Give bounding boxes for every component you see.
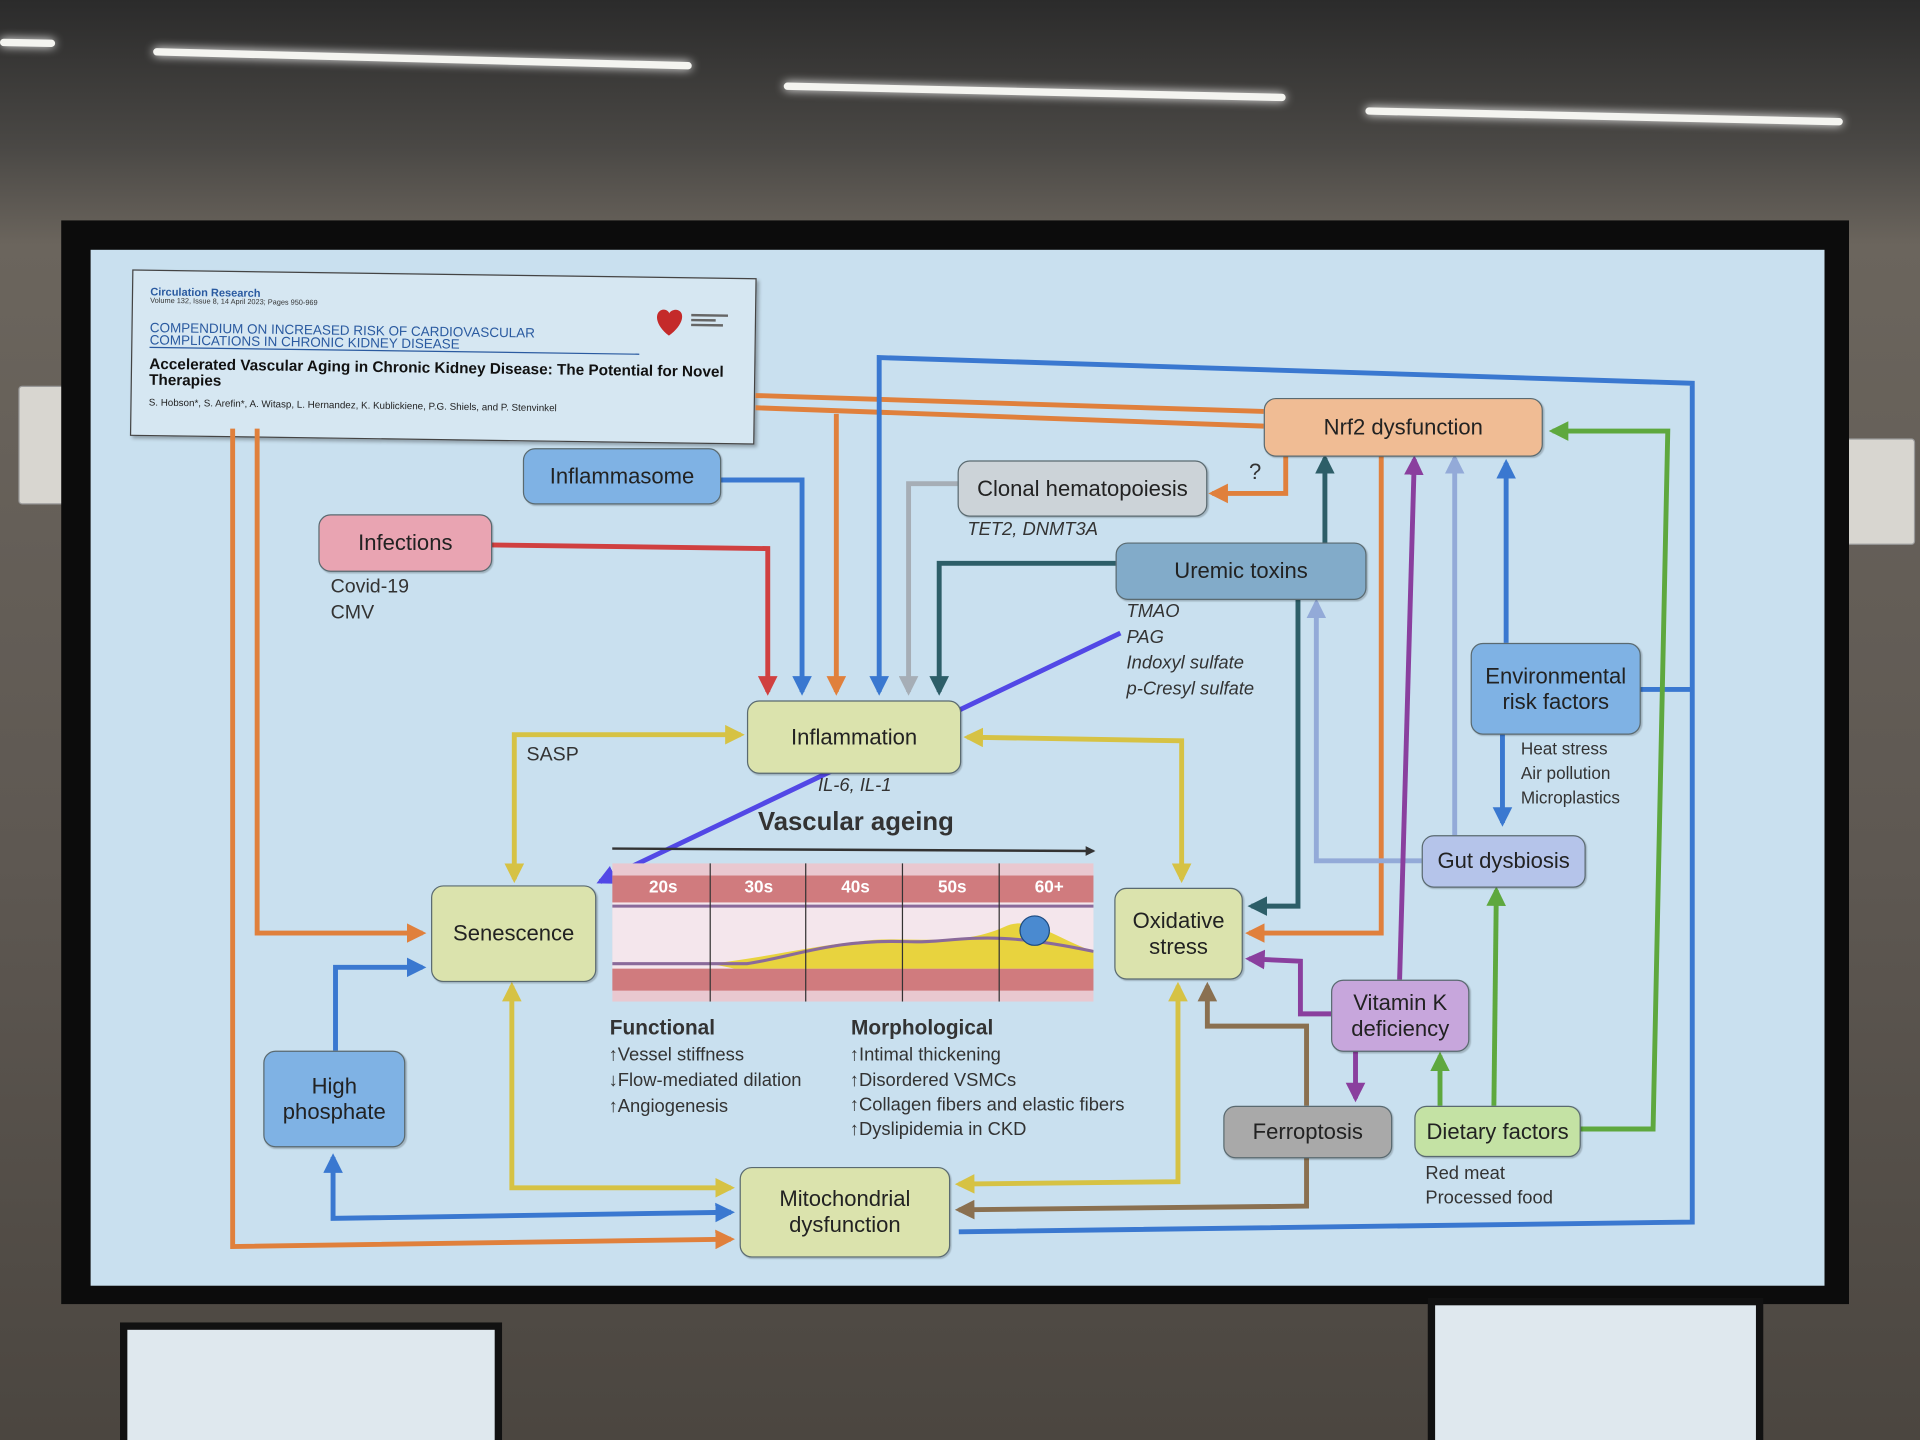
morphological-item-text: Intimal thickening — [858, 1044, 1001, 1066]
age-label: 50s — [937, 876, 967, 897]
uremic-toxin-item: Indoxyl sulfate — [1126, 652, 1244, 674]
up-arrow-icon: ↑ — [608, 1095, 618, 1117]
functional-item: ↑Vessel stiffness — [609, 1043, 744, 1067]
functional-item-text: Vessel stiffness — [617, 1044, 745, 1066]
functional-heading: Functional — [609, 1016, 716, 1040]
node-senescence: Senescence — [431, 885, 597, 983]
node-gut-dysbiosis: Gut dysbiosis — [1421, 835, 1586, 888]
dark-connector-arrow — [612, 846, 1096, 856]
env-factor-item: Air pollution — [1520, 762, 1611, 783]
yellow-connector-arrow — [954, 981, 1188, 1194]
functional-item-text: Angiogenesis — [617, 1095, 729, 1117]
gray-connector-arrow — [898, 481, 958, 696]
orange-connector-arrow — [755, 393, 1264, 414]
ceiling-light — [153, 48, 692, 70]
age-label: 60+ — [1034, 876, 1064, 897]
vascular-ageing-title: Vascular ageing — [757, 808, 954, 837]
orange-connector-arrow — [254, 428, 427, 943]
blue-connector-arrow — [323, 1153, 735, 1223]
infections-example: Covid-19 — [330, 576, 410, 598]
blue-connector-arrow — [333, 957, 427, 1051]
brown-connector-arrow — [954, 1155, 1309, 1220]
uremic-toxin-item: p-Cresyl sulfate — [1126, 678, 1255, 700]
arrow-layer — [230, 355, 1695, 1250]
morphological-heading: Morphological — [851, 1016, 994, 1040]
functional-item-text: Flow-mediated dilation — [617, 1070, 802, 1092]
yellow-connector-arrow — [504, 724, 745, 884]
blue-connector-arrow — [869, 355, 1695, 1235]
node-ferroptosis: Ferroptosis — [1223, 1105, 1393, 1159]
age-label: 40s — [841, 876, 870, 897]
paper-header-card: Circulation Research Volume 132, Issue 8… — [129, 269, 757, 445]
uremic-toxin-item: TMAO — [1126, 601, 1180, 623]
confidence-monitor-left — [120, 1322, 503, 1440]
dietary-item: Processed food — [1425, 1187, 1553, 1209]
orange-connector-arrow — [230, 428, 735, 1250]
yellow-connector-arrow — [963, 727, 1192, 884]
teal-connector-arrow — [1247, 597, 1301, 916]
ceiling-light — [1365, 107, 1843, 126]
slide: Circulation Research Volume 132, Issue 8… — [90, 249, 1825, 1286]
up-arrow-icon: ↑ — [849, 1070, 859, 1092]
node-environmental-risk-factors: Environmental risk factors — [1470, 642, 1641, 735]
sasp-label: SASP — [526, 744, 579, 766]
unknown-link-question: ? — [1248, 459, 1262, 484]
node-infections: Infections — [318, 514, 493, 572]
up-arrow-icon: ↑ — [608, 1044, 618, 1066]
functional-item: ↓Flow-mediated dilation — [609, 1069, 802, 1093]
node-high-phosphate: High phosphate — [263, 1050, 406, 1148]
infections-example: CMV — [330, 602, 375, 624]
vessel-ageing-illustration — [612, 863, 1094, 1002]
dietary-item: Red meat — [1425, 1163, 1505, 1185]
up-arrow-icon: ↑ — [849, 1094, 859, 1116]
ceiling-light — [783, 82, 1286, 102]
green-connector-arrow — [1486, 886, 1506, 1106]
node-nrf2-dysfunction: Nrf2 dysfunction — [1263, 397, 1543, 457]
age-label: 30s — [744, 876, 774, 897]
morphological-item: ↑Dyslipidemia in CKD — [850, 1118, 1027, 1142]
morphological-item-text: Dyslipidemia in CKD — [858, 1119, 1027, 1141]
down-arrow-icon: ↓ — [608, 1070, 618, 1092]
red-connector-arrow — [489, 542, 778, 696]
morphological-item-text: Collagen fibers and elastic fibers — [858, 1094, 1125, 1116]
up-arrow-icon: ↑ — [849, 1119, 859, 1141]
node-uremic-toxins: Uremic toxins — [1115, 542, 1367, 601]
inflammation-cytokines: IL-6, IL-1 — [817, 775, 892, 796]
node-dietary-factors: Dietary factors — [1414, 1105, 1581, 1158]
morphological-item: ↑Intimal thickening — [850, 1043, 1001, 1067]
node-vitamin-k-deficiency: Vitamin K deficiency — [1331, 979, 1470, 1052]
purple-connector-arrow — [1397, 455, 1424, 980]
orange-connector-arrow — [1208, 455, 1289, 504]
confidence-monitor-right — [1427, 1297, 1764, 1440]
brown-connector-arrow — [1197, 981, 1309, 1106]
purple-connector-arrow — [1245, 949, 1332, 1017]
lightblue-connector-arrow — [1306, 598, 1422, 864]
env-factor-item: Heat stress — [1520, 738, 1608, 758]
morphological-item: ↑Disordered VSMCs — [850, 1069, 1016, 1093]
morphological-item-text: Disordered VSMCs — [858, 1070, 1017, 1092]
node-clonal-hematopoiesis: Clonal hematopoiesis — [957, 460, 1208, 517]
morphological-item: ↑Collagen fibers and elastic fibers — [850, 1093, 1125, 1117]
uremic-toxin-item: PAG — [1126, 626, 1164, 648]
node-mitochondrial-dysfunction: Mitochondrial dysfunction — [739, 1166, 951, 1258]
green-connector-arrow — [1548, 421, 1671, 1132]
node-oxidative-stress: Oxidative stress — [1114, 887, 1243, 980]
orange-connector-arrow — [755, 405, 1264, 429]
functional-item: ↑Angiogenesis — [609, 1095, 728, 1119]
node-inflammasome: Inflammasome — [522, 448, 722, 505]
blue-connector-arrow — [718, 477, 812, 696]
clonal-genes: TET2, DNMT3A — [967, 519, 1098, 541]
ceiling-light — [0, 38, 56, 48]
age-label: 20s — [648, 876, 678, 897]
yellow-connector-arrow — [502, 981, 735, 1198]
aha-heart-logo — [657, 309, 729, 336]
orange-connector-arrow — [1245, 455, 1384, 943]
node-inflammation: Inflammation — [746, 700, 962, 774]
env-factor-item: Microplastics — [1520, 787, 1620, 807]
teal-connector-arrow — [929, 560, 1116, 696]
up-arrow-icon: ↑ — [849, 1044, 859, 1066]
